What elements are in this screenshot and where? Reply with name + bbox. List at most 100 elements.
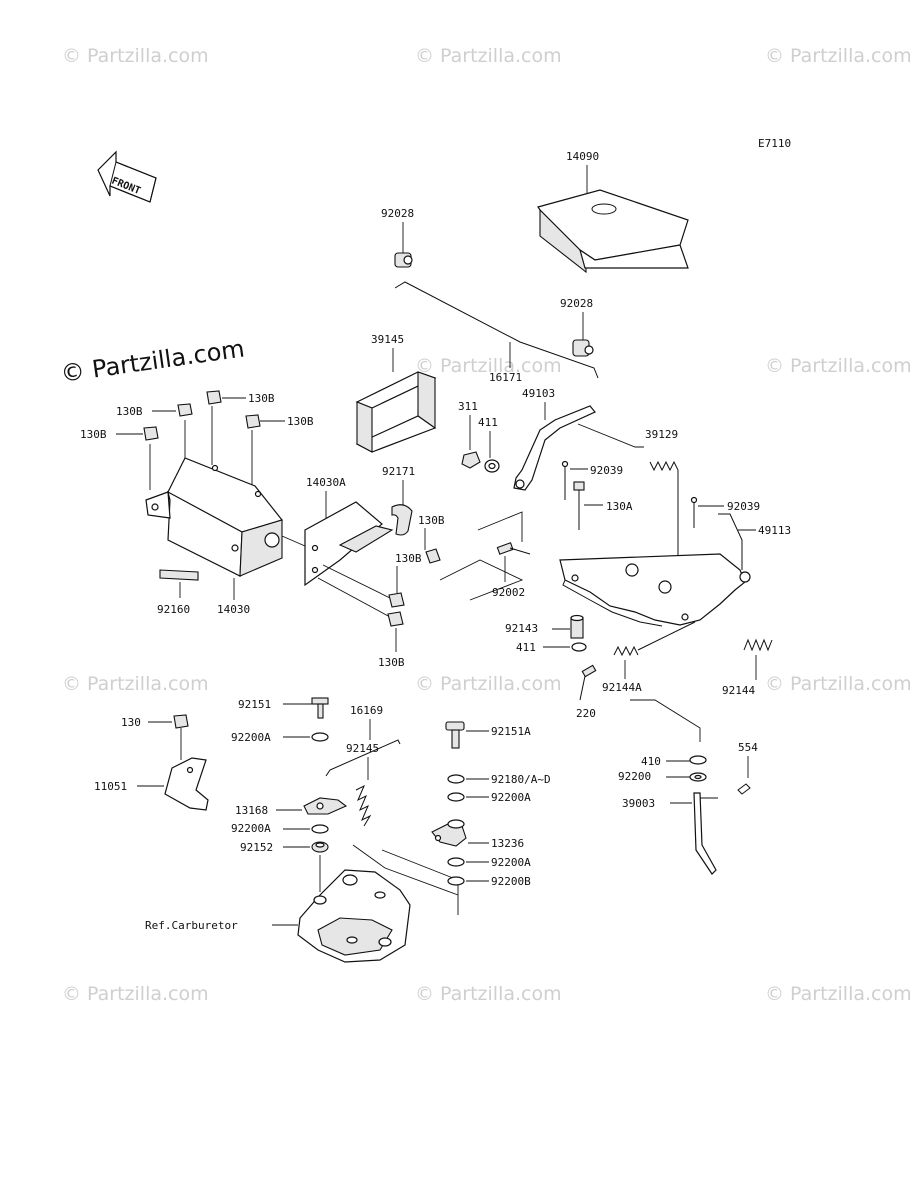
label-16171: 16171 bbox=[489, 371, 522, 384]
part-554-pin bbox=[737, 783, 751, 795]
part-92028-clip-2 bbox=[572, 339, 594, 357]
part-130b-bolt-3 bbox=[245, 414, 261, 429]
label-411-top: 411 bbox=[478, 416, 498, 429]
label-130a: 130A bbox=[606, 500, 633, 513]
part-130b-bolt-6 bbox=[388, 592, 405, 608]
part-311-nut bbox=[461, 451, 481, 469]
part-130a-bolt bbox=[573, 481, 585, 530]
part-carburetor-body bbox=[297, 844, 459, 963]
label-92171: 92171 bbox=[382, 465, 415, 478]
part-411-washer-2 bbox=[571, 642, 587, 652]
part-16169-rod bbox=[325, 739, 401, 777]
diagram-code: E7110 bbox=[758, 137, 791, 150]
part-130b-bolt-2 bbox=[206, 390, 222, 405]
watermark: © Partzilla.com bbox=[62, 45, 209, 67]
part-13168-lever bbox=[303, 797, 348, 815]
part-130b-bolt bbox=[177, 403, 193, 417]
label-39129: 39129 bbox=[645, 428, 678, 441]
label-13168: 13168 bbox=[235, 804, 268, 817]
part-92039-pin-2 bbox=[690, 496, 698, 528]
part-130b-bolt-7 bbox=[387, 611, 404, 627]
part-92171-clamp bbox=[391, 504, 413, 536]
label-92200b: 92200B bbox=[491, 875, 531, 888]
label-92144: 92144 bbox=[722, 684, 755, 697]
label-92151a: 92151A bbox=[491, 725, 531, 738]
part-410-washer bbox=[689, 755, 707, 765]
part-130b-bolt-5 bbox=[425, 548, 441, 564]
watermark-main: © Partzilla.com bbox=[59, 334, 246, 388]
part-92200a-washer-2 bbox=[311, 824, 329, 834]
label-92200: 92200 bbox=[618, 770, 651, 783]
watermark: © Partzilla.com bbox=[415, 983, 562, 1005]
label-311: 311 bbox=[458, 400, 478, 413]
label-16169: 16169 bbox=[350, 704, 383, 717]
label-92144a: 92144A bbox=[602, 681, 642, 694]
part-220-screw bbox=[579, 664, 597, 701]
label-14030a: 14030A bbox=[306, 476, 346, 489]
part-92143-collar bbox=[570, 614, 584, 639]
part-14090-cover bbox=[537, 165, 689, 274]
label-554: 554 bbox=[738, 741, 758, 754]
label-13236: 13236 bbox=[491, 837, 524, 850]
part-49103-lever bbox=[513, 405, 596, 491]
part-92002-bolt bbox=[439, 511, 531, 601]
part-92200a-washer bbox=[311, 732, 329, 742]
label-92143: 92143 bbox=[505, 622, 538, 635]
label-92002: 92002 bbox=[492, 586, 525, 599]
part-39003-rod bbox=[693, 792, 718, 875]
watermark: © Partzilla.com bbox=[415, 355, 562, 377]
watermark: © Partzilla.com bbox=[415, 45, 562, 67]
label-11051: 11051 bbox=[94, 780, 127, 793]
part-92151a-screw bbox=[445, 721, 465, 749]
label-130b-2: 130B bbox=[248, 392, 275, 405]
part-92039-pin bbox=[561, 460, 569, 500]
watermark: © Partzilla.com bbox=[62, 673, 209, 695]
label-130b-5: 130B bbox=[418, 514, 445, 527]
label-130: 130 bbox=[121, 716, 141, 729]
watermark: © Partzilla.com bbox=[765, 355, 912, 377]
part-14030-box bbox=[145, 406, 306, 600]
part-92144-spring bbox=[743, 638, 773, 652]
label-92200a-3: 92200A bbox=[491, 791, 531, 804]
part-13236-lever bbox=[431, 819, 467, 847]
label-92160: 92160 bbox=[157, 603, 190, 616]
label-39145: 39145 bbox=[371, 333, 404, 346]
label-39003: 39003 bbox=[622, 797, 655, 810]
part-92144a-spring bbox=[613, 621, 696, 657]
label-14090: 14090 bbox=[566, 150, 599, 163]
label-130b-4: 130B bbox=[80, 428, 107, 441]
label-92200a-2: 92200A bbox=[231, 822, 271, 835]
label-92039-left: 92039 bbox=[590, 464, 623, 477]
part-92151-screw bbox=[311, 697, 329, 719]
part-92200a-washer-4 bbox=[447, 857, 465, 867]
label-14030: 14030 bbox=[217, 603, 250, 616]
label-92152: 92152 bbox=[240, 841, 273, 854]
part-92200-washer bbox=[689, 772, 707, 782]
label-92028-mid: 92028 bbox=[560, 297, 593, 310]
front-arrow-icon: FRONT bbox=[97, 150, 157, 203]
part-130-bolt bbox=[173, 714, 189, 760]
part-16171-rod bbox=[394, 281, 599, 379]
label-92151: 92151 bbox=[238, 698, 271, 711]
label-92200a-4: 92200A bbox=[491, 856, 531, 869]
label-130b-1: 130B bbox=[116, 405, 143, 418]
part-92180-shim bbox=[447, 774, 465, 784]
label-92145: 92145 bbox=[346, 742, 379, 755]
part-92152-bushing bbox=[311, 841, 329, 853]
part-14030a-bracket bbox=[304, 501, 394, 618]
part-92200a-washer-3 bbox=[447, 792, 465, 802]
label-49113: 49113 bbox=[758, 524, 791, 537]
watermark: © Partzilla.com bbox=[765, 983, 912, 1005]
label-92200a-1: 92200A bbox=[231, 731, 271, 744]
label-92180: 92180/A~D bbox=[491, 773, 551, 786]
part-49113-bracket bbox=[559, 513, 751, 627]
label-92039-right: 92039 bbox=[727, 500, 760, 513]
label-ref-carburetor: Ref.Carburetor bbox=[145, 919, 238, 932]
watermark: © Partzilla.com bbox=[62, 983, 209, 1005]
label-130b-3: 130B bbox=[287, 415, 314, 428]
label-411-lower: 411 bbox=[516, 641, 536, 654]
part-39145-channel bbox=[355, 371, 437, 453]
label-220: 220 bbox=[576, 707, 596, 720]
label-92028-top: 92028 bbox=[381, 207, 414, 220]
